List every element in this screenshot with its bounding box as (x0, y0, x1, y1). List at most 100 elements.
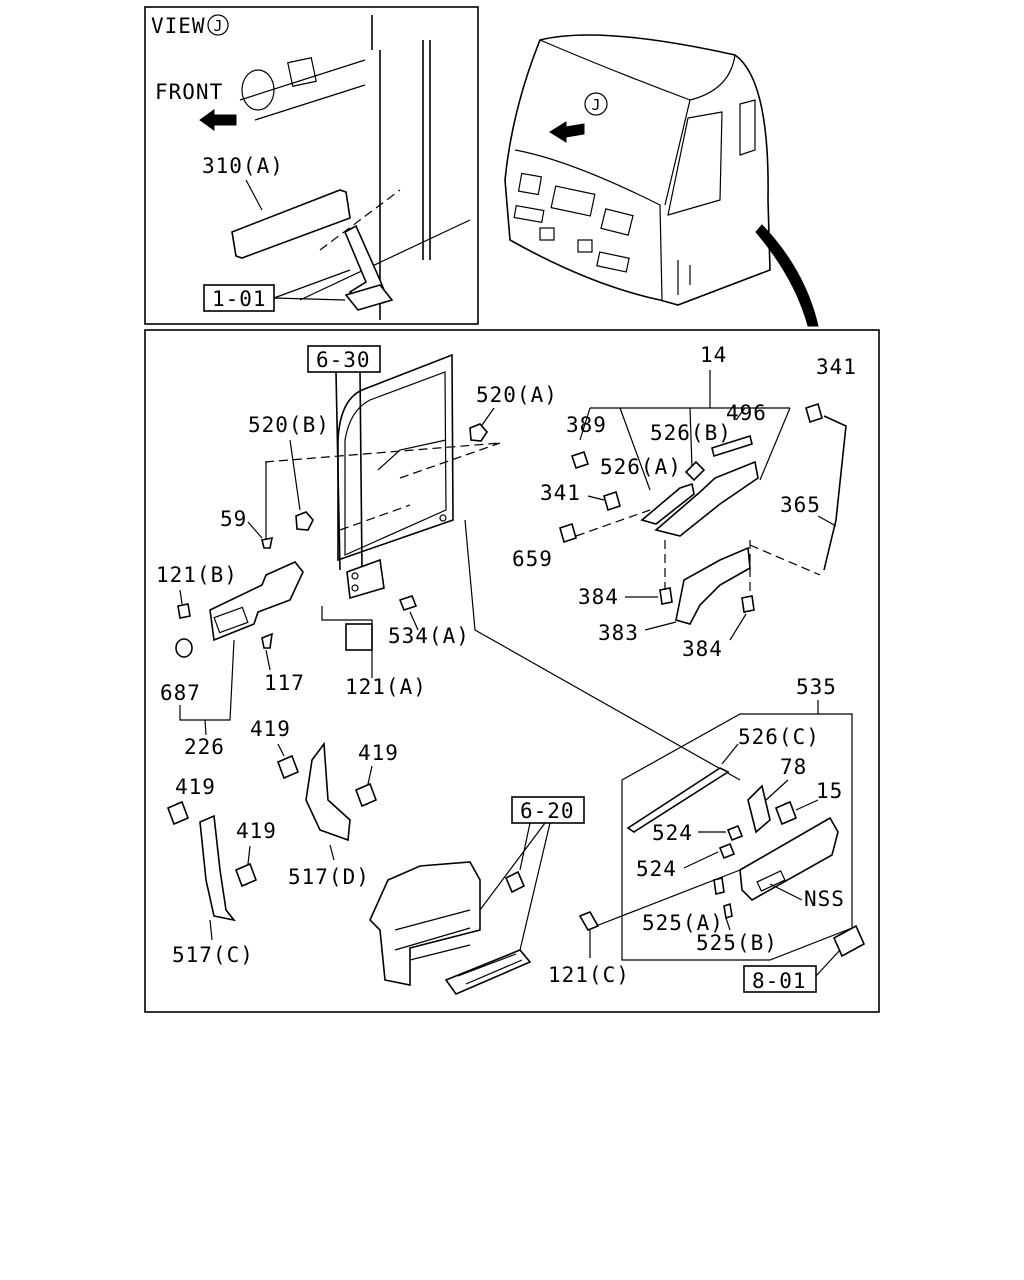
leader-59 (247, 521, 263, 539)
label-310a: 310(A) (202, 154, 284, 178)
leader-226 (204, 719, 207, 736)
cab-rear-window (739, 99, 756, 156)
inset-square (287, 57, 317, 87)
step-housing-ribs (394, 909, 471, 961)
cab-front-edge (514, 149, 663, 301)
view-j-inset: VIEW J FRONT 310(A) 1-01 (144, 6, 479, 325)
leader-517c (209, 919, 213, 941)
leader-101 (273, 269, 351, 301)
label-525a: 525(A) (642, 911, 724, 935)
leader-117 (265, 649, 271, 671)
part-496-pad (711, 434, 753, 458)
door-belt-line (377, 439, 447, 471)
inset-dash-line-1 (239, 59, 366, 101)
label-121c: 121(C) (548, 963, 630, 987)
label-419a: 419 (250, 717, 291, 741)
part-121c-clip (578, 910, 600, 932)
long-link-line (464, 519, 741, 781)
label-nss: NSS (804, 887, 845, 911)
part-78-bracket (747, 784, 771, 834)
view-letter-circle (207, 14, 229, 36)
part-419-bolt-1 (276, 754, 300, 780)
leader-520a (479, 407, 495, 429)
label-341b: 341 (816, 355, 857, 379)
leader-801 (815, 949, 841, 977)
part-341-bolt-1 (603, 490, 621, 512)
part-419-bolt-4 (234, 862, 258, 888)
part-226-hinge-bracket (209, 561, 304, 642)
inset-floor-line (299, 219, 471, 301)
label-384a: 384 (578, 585, 619, 609)
label-526b: 526(B) (650, 421, 732, 445)
part-117-screw (261, 632, 273, 649)
inset-floor-dash (319, 189, 401, 251)
cab-outline (504, 34, 771, 306)
link-121c (595, 869, 741, 927)
ref-801: 8-01 (752, 969, 807, 993)
leader-524b (683, 851, 719, 869)
label-687: 687 (160, 681, 201, 705)
door-inner-outline (344, 371, 447, 556)
leader-nss (769, 883, 803, 901)
cab-lamp-1 (539, 227, 555, 241)
leader-520b (289, 439, 301, 511)
dash-365 (749, 544, 821, 576)
label-384b: 384 (682, 637, 723, 661)
leader-365 (817, 515, 837, 527)
cab-overview: J (504, 34, 819, 327)
cab-step-lines (677, 260, 691, 295)
cab-door-window (667, 111, 723, 216)
ref-box-801 (743, 965, 817, 993)
label-534a: 534(A) (388, 624, 470, 648)
label-117: 117 (264, 671, 305, 695)
step-bolt (504, 870, 526, 894)
ref-box-630 (307, 345, 381, 373)
leader-525b (725, 917, 731, 931)
cab-grille-3 (600, 208, 634, 236)
cab-view-letter-circle (584, 92, 608, 116)
label-59: 59 (220, 507, 247, 531)
label-526a: 526(A) (600, 455, 682, 479)
cab-headlamp-1 (513, 204, 545, 224)
door-dash-3 (399, 442, 501, 479)
part-384-clip-2 (741, 595, 755, 613)
label-15: 15 (816, 779, 843, 803)
inset-hole (241, 69, 275, 111)
cab-roof-edge (539, 39, 736, 101)
front-label: FRONT (155, 80, 223, 104)
part-121a-clip (345, 623, 373, 651)
bracket-14 (579, 370, 791, 491)
leader-383 (644, 621, 677, 631)
door-dash-1 (264, 442, 501, 463)
leader-419a (277, 743, 285, 757)
label-520a: 520(A) (476, 383, 558, 407)
cab-view-letter: J (591, 96, 600, 114)
cab-grille-1 (517, 172, 543, 196)
part-15-bolt (774, 800, 798, 826)
part-341-bolt-2 (805, 402, 823, 424)
part-59-clip (261, 536, 274, 549)
part-384-clip-1 (659, 587, 673, 605)
part-121b-screw (177, 603, 191, 619)
leader-384b (729, 613, 747, 641)
cab-a-pillar (664, 99, 691, 206)
label-78: 78 (780, 755, 807, 779)
leader-517d (329, 844, 335, 861)
leader-526c (721, 743, 739, 765)
leader-534a (409, 611, 419, 631)
ref-630: 6-30 (316, 348, 371, 372)
label-365: 365 (780, 493, 821, 517)
dash-659 (575, 509, 651, 537)
ref-620: 6-20 (520, 799, 575, 823)
part-14-panel (654, 460, 759, 537)
part-526c-strip (626, 767, 730, 833)
leader-310a (245, 179, 263, 211)
view-pointer-arrow (755, 224, 819, 327)
hinge-bracket-slot (213, 606, 249, 634)
part-365-rod (823, 415, 847, 571)
label-121a: 121(A) (345, 675, 427, 699)
part-517c-bracket (199, 814, 236, 922)
label-419d: 419 (236, 819, 277, 843)
part-526b-clip (684, 460, 706, 482)
